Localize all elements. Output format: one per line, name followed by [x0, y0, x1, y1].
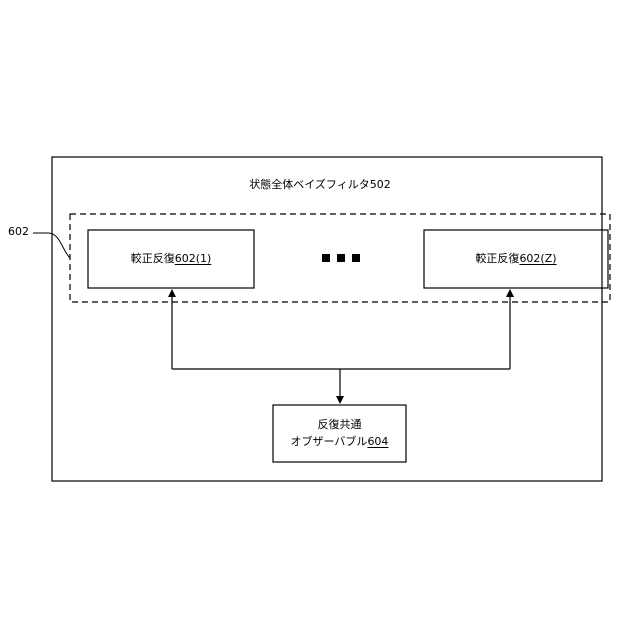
connector-lines — [172, 290, 510, 403]
outer-filter-box — [52, 157, 602, 481]
common-observable-box — [273, 405, 406, 462]
iteration-box-right-label: 較正反復602(Z) — [424, 252, 608, 266]
ellipsis-squares — [322, 254, 360, 262]
iteration-box-left-label: 較正反復602(1) — [88, 252, 254, 266]
group-ref-label: 602 — [8, 225, 29, 239]
common-observable-label-line1: 反復共通 — [273, 418, 406, 432]
common-observable-label-line2: オブザーバブル604 — [273, 435, 406, 449]
outer-box-label: 状態全体ベイズフィルタ502 — [0, 178, 640, 192]
